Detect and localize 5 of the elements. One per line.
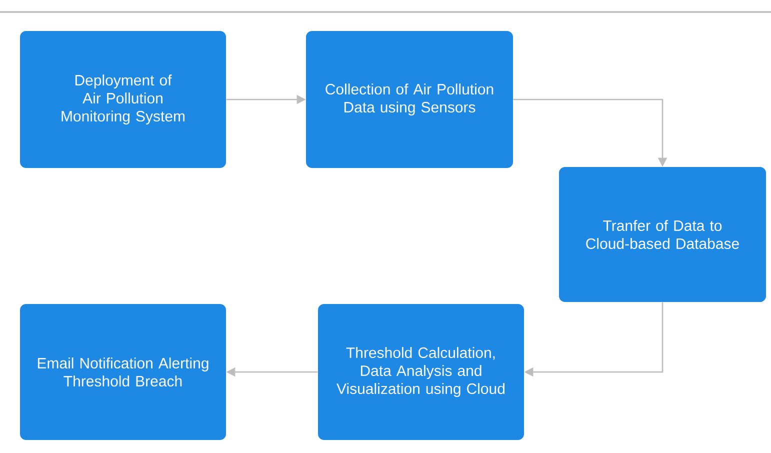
- process-box: Collection of Air Pollution Data using Sensors: [306, 31, 513, 168]
- process-box: Email Notification Alerting Threshold Breach: [20, 304, 226, 440]
- process-box: Threshold Calculation, Data Analysis and Visualization using Cloud: [318, 304, 524, 440]
- process-box: Deployment of Air Pollution Monitoring System: [20, 31, 226, 168]
- process-box: Tranfer of Data to Cloud-based Database: [559, 167, 766, 302]
